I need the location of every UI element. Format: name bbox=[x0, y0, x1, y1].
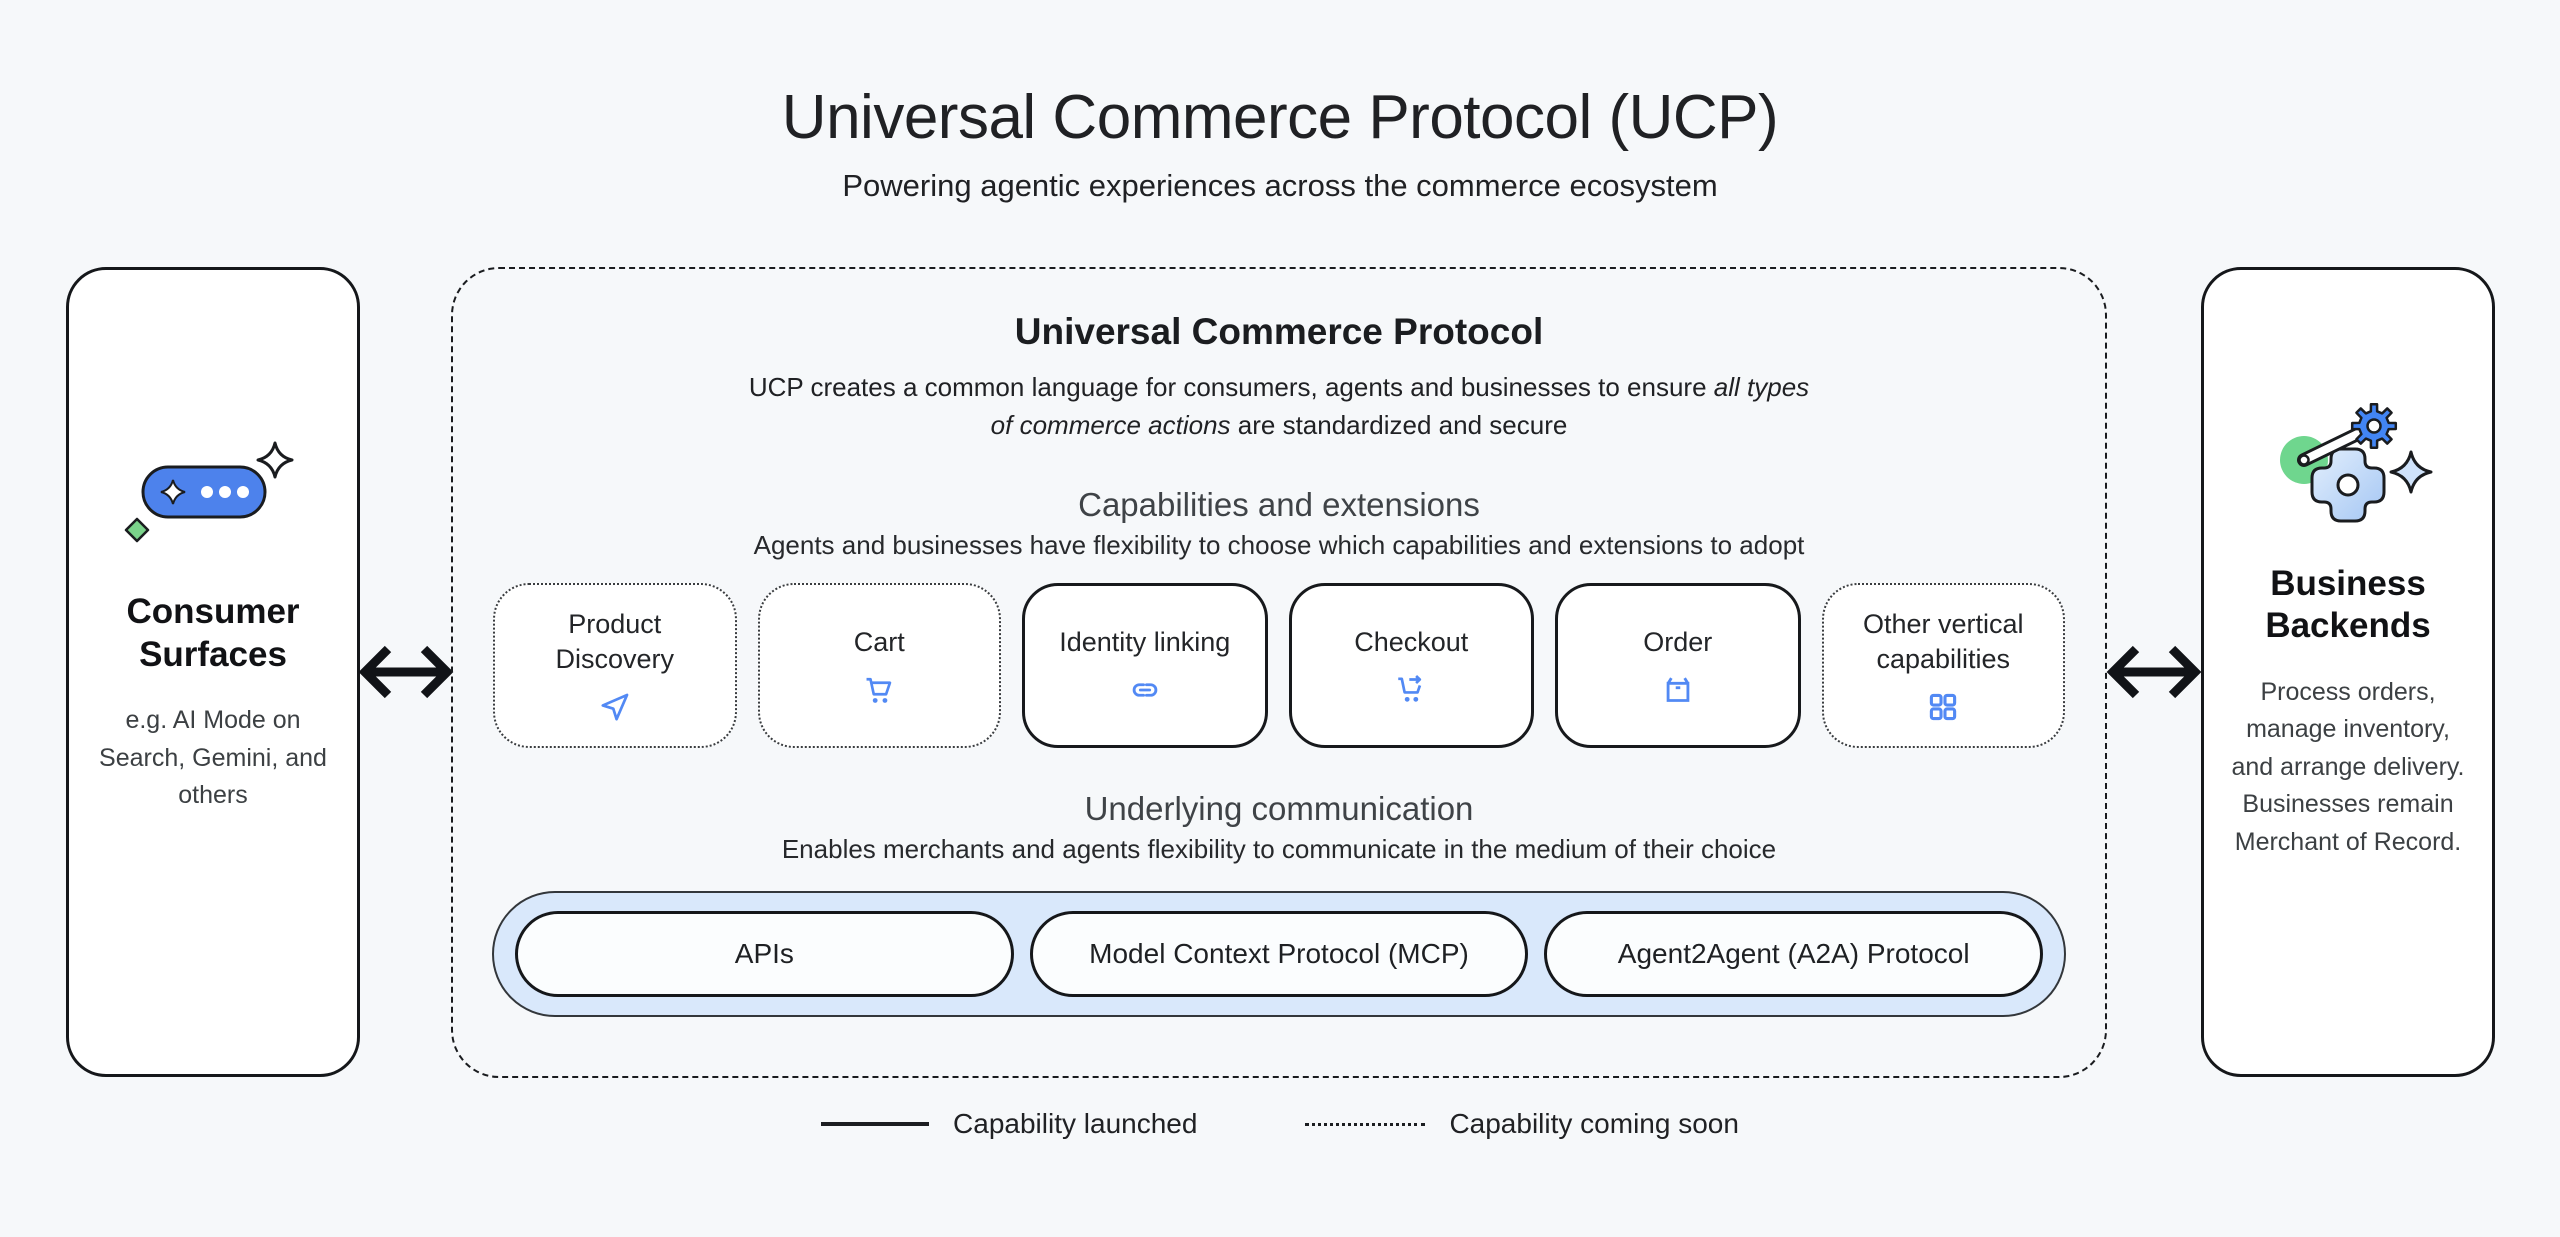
capability-card-other-vertical: Other vertical capabilities bbox=[1821, 583, 2065, 749]
legend: Capability launched Capability coming so… bbox=[0, 1108, 2560, 1140]
capability-card-product-discovery: Product Discovery bbox=[493, 583, 737, 749]
order-box-icon bbox=[1666, 677, 1690, 702]
cart-icon bbox=[866, 677, 892, 703]
page-subtitle: Powering agentic experiences across the … bbox=[842, 168, 1718, 203]
consumer-card-description: e.g. AI Mode on Search, Gemini, and othe… bbox=[99, 706, 327, 810]
communication-band: APIs Model Context Protocol (MCP) Agent2… bbox=[492, 891, 2066, 1018]
capability-label: Order bbox=[1643, 626, 1713, 657]
dotted-line-swatch bbox=[1305, 1122, 1426, 1126]
capability-card-order: Order bbox=[1555, 583, 1801, 749]
grid-icon bbox=[1930, 694, 1957, 721]
chat-sparkle-icon bbox=[123, 434, 303, 561]
page-title: Universal Commerce Protocol (UCP) bbox=[781, 83, 1779, 152]
business-card-title: Business Backends bbox=[2265, 563, 2431, 646]
consumer-surfaces-card: Consumer Surfaces e.g. AI Mode on Search… bbox=[66, 267, 360, 1077]
communication-subtitle: Enables merchants and agents flexibility… bbox=[781, 834, 1777, 865]
link-icon bbox=[1132, 683, 1157, 697]
capability-label: Product Discovery bbox=[555, 609, 675, 675]
business-card-content: Business Backends Process orders, manage… bbox=[2230, 388, 2466, 862]
communication-heading: Underlying communication bbox=[1084, 790, 1474, 828]
capability-label: Checkout bbox=[1354, 626, 1469, 657]
consumer-card-title: Consumer Surfaces bbox=[126, 592, 300, 674]
capabilities-row: Product Discovery Cart Identity linking bbox=[493, 583, 2065, 749]
legend-label-launched: Capability launched bbox=[953, 1108, 1198, 1139]
capability-card-cart: Cart bbox=[757, 583, 1001, 749]
cart-checkout-icon bbox=[1398, 674, 1422, 702]
business-backends-card: Business Backends Process orders, manage… bbox=[2201, 267, 2495, 1077]
capability-card-checkout: Checkout bbox=[1288, 583, 1534, 749]
capability-label: Identity linking bbox=[1059, 626, 1231, 657]
capability-label: Other vertical capabilities bbox=[1862, 609, 2024, 675]
capabilities-heading: Capabilities and extensions bbox=[1078, 486, 1480, 524]
legend-item-launched: Capability launched bbox=[821, 1108, 1197, 1140]
protocol-pill-apis: APIs bbox=[515, 911, 1014, 998]
capability-card-identity-linking: Identity linking bbox=[1022, 583, 1268, 749]
consumer-card-content: Consumer Surfaces e.g. AI Mode on Search… bbox=[95, 434, 331, 815]
legend-label-coming-soon: Capability coming soon bbox=[1449, 1108, 1739, 1139]
ucp-container: Universal Commerce Protocol UCP creates … bbox=[451, 267, 2107, 1078]
ucp-title: Universal Commerce Protocol bbox=[1014, 311, 1544, 352]
capabilities-subtitle: Agents and businesses have flexibility t… bbox=[753, 530, 1805, 561]
send-icon bbox=[601, 694, 629, 721]
solid-line-swatch bbox=[821, 1122, 930, 1126]
bidirectional-arrow-left-icon bbox=[358, 645, 454, 699]
legend-item-coming-soon: Capability coming soon bbox=[1305, 1108, 1739, 1140]
protocol-pill-a2a: Agent2Agent (A2A) Protocol bbox=[1544, 911, 2044, 998]
business-card-description: Process orders, manage inventory, and ar… bbox=[2231, 677, 2465, 856]
bidirectional-arrow-right-icon bbox=[2106, 645, 2202, 699]
capability-label: Cart bbox=[853, 626, 905, 657]
gears-sparkle-icon bbox=[2256, 388, 2440, 533]
ucp-description: UCP creates a common language for consum… bbox=[748, 372, 1810, 440]
protocol-pill-mcp: Model Context Protocol (MCP) bbox=[1029, 911, 1529, 998]
